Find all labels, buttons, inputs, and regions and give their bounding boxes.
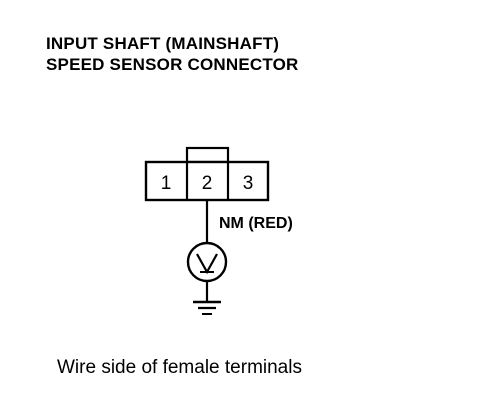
terminal-3-label: 3 xyxy=(243,173,254,194)
terminal-2-label: 2 xyxy=(202,173,213,194)
connector-body xyxy=(144,160,270,202)
caption: Wire side of female terminals xyxy=(57,357,302,378)
title-line-2: SPEED SENSOR CONNECTOR xyxy=(46,55,299,74)
voltmeter-icon xyxy=(186,241,228,283)
title-line-1: INPUT SHAFT (MAINSHAFT) xyxy=(46,34,280,53)
ground-icon xyxy=(193,300,221,315)
connector-lock-tab xyxy=(185,146,230,164)
wire-label: NM (RED) xyxy=(219,215,293,232)
terminal-1-label: 1 xyxy=(161,173,172,194)
diagram-title: INPUT SHAFT (MAINSHAFT) SPEED SENSOR CON… xyxy=(46,33,299,75)
